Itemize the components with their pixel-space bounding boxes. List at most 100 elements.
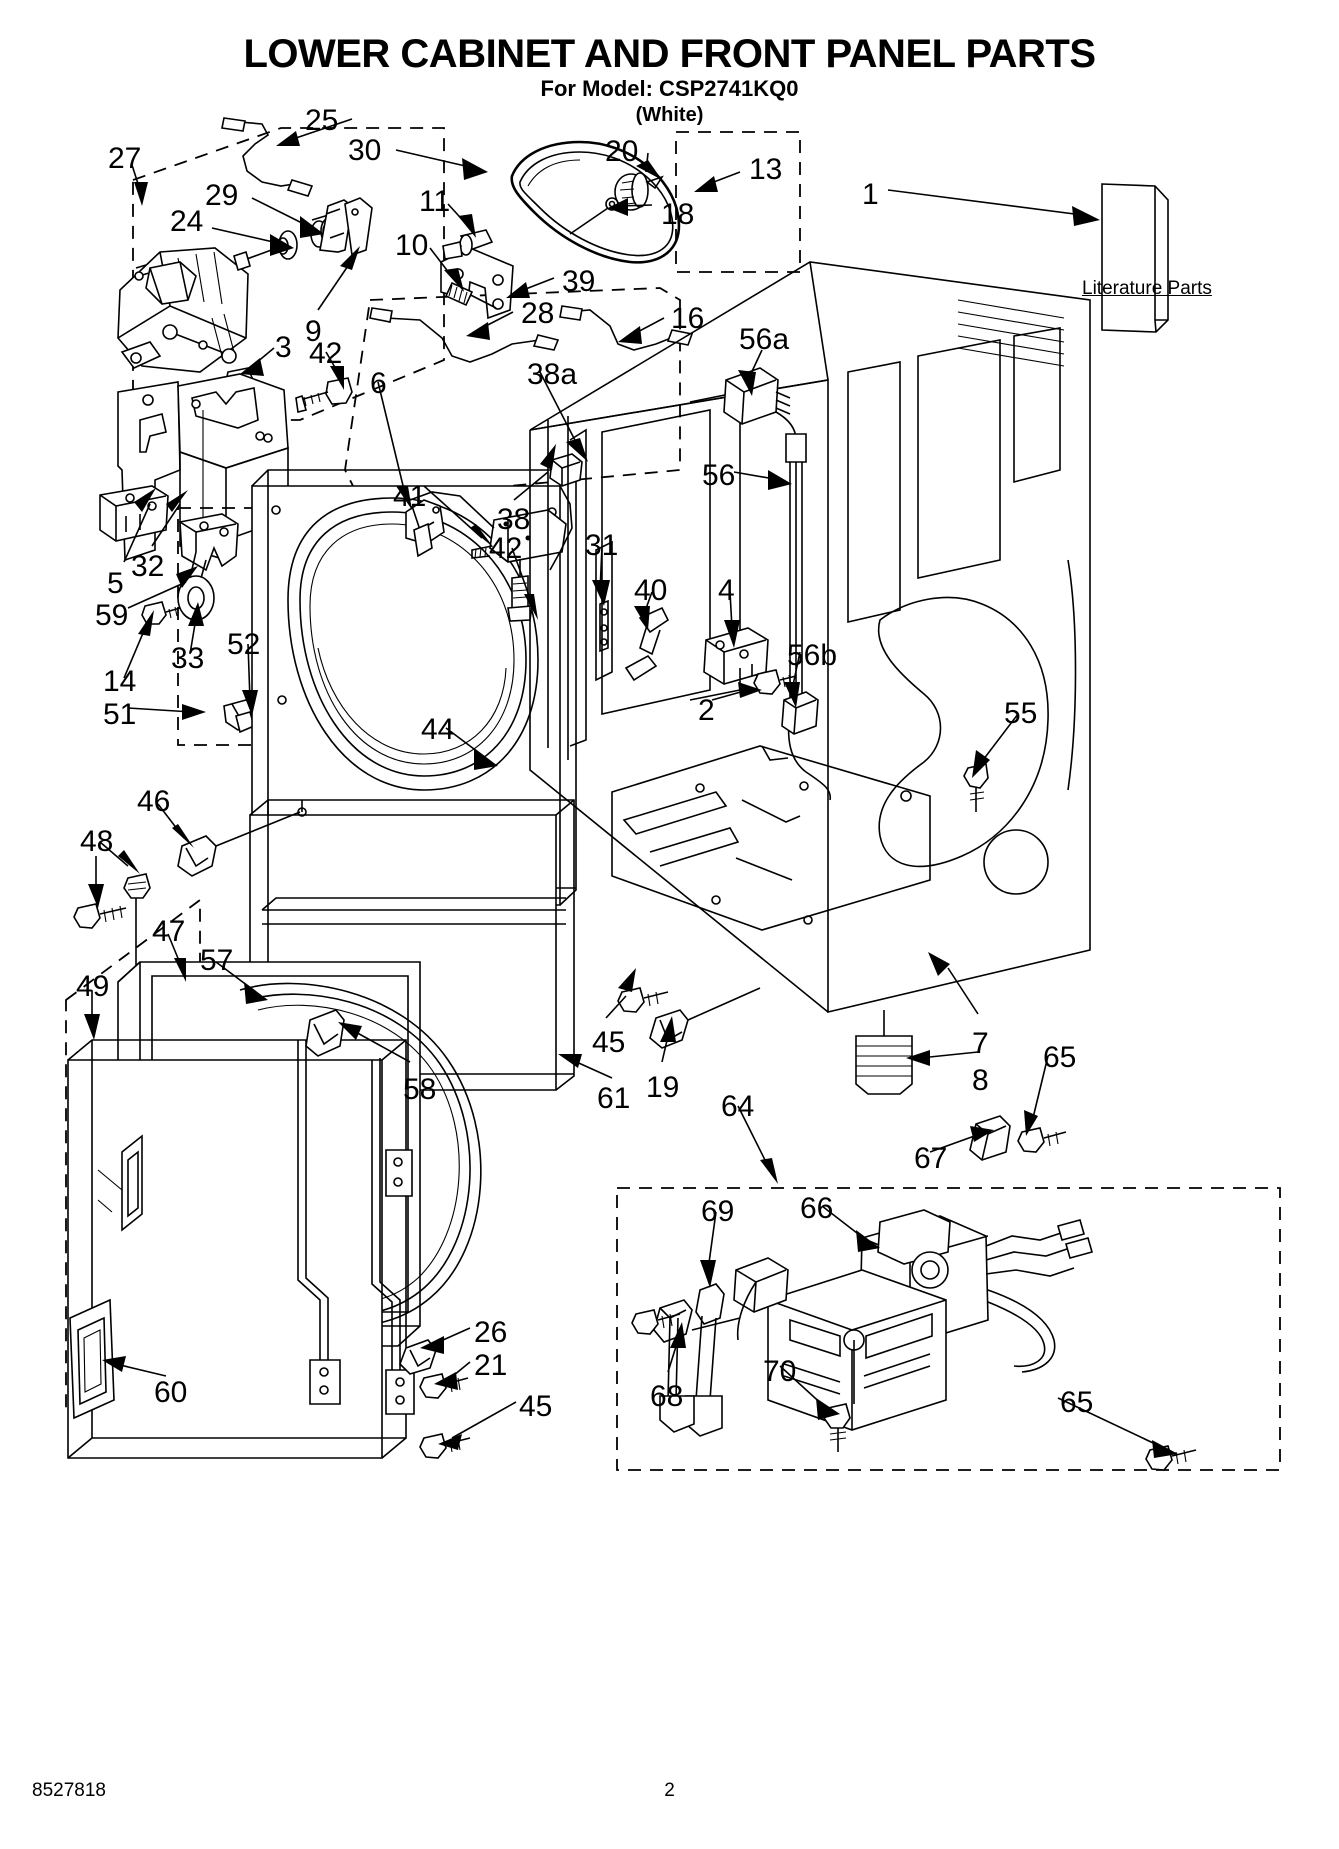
part-57-seal [239,982,482,1327]
callout-number-27: 27 [108,142,142,175]
part-38a-connector [549,453,583,487]
part-2-screw [753,669,797,695]
callout-number-47: 47 [152,915,186,948]
callout-number-60: 60 [154,1376,188,1409]
callout-number-56: 56 [702,459,736,492]
part-32-bracket [179,513,239,584]
callout-number-55: 55 [1004,697,1038,730]
part-20-plug [614,172,664,211]
part-70-screw [823,1403,851,1452]
part-65-screw-upper [1017,1127,1067,1153]
page-title: LOWER CABINET AND FRONT PANEL PARTS [243,32,1096,76]
dashed-group-leg [177,507,295,746]
dashed-group-harness [344,287,681,501]
part-55-screw [963,763,989,812]
callout-number-70: 70 [763,1355,797,1388]
part-10-spring [444,281,497,309]
callout-number-38a: 38a [527,358,578,391]
callout-number-64: 64 [721,1090,755,1123]
part-8-leg [855,1010,913,1095]
part-26-clip [399,1339,437,1375]
leader-lines [84,118,1178,1458]
part-47-door-outer [117,961,421,1347]
callout-number-69: 69 [701,1195,735,1228]
callout-number-56b: 56b [787,639,838,672]
model-subtitle: For Model: CSP2741KQ0 [540,76,799,101]
callout-number-51: 51 [103,698,137,731]
part-42-screw-lower [507,575,533,622]
callout-number-65: 65 [1043,1041,1077,1074]
motor-bracket [117,373,289,562]
part-52-clip [223,699,257,734]
callout-number-38: 38 [497,503,531,536]
part-31-console [595,540,613,682]
document-number: 8527818 [32,1780,106,1801]
callout-number-42: 42 [489,532,523,565]
part-70-burner-tube [767,1269,947,1431]
callout-number-45: 45 [519,1390,553,1423]
callout-number-30: 30 [348,134,382,167]
callout-number-21: 21 [474,1349,508,1382]
dashed-group-motor [132,127,445,421]
callout-number-44: 44 [421,713,455,746]
callout-number-8: 8 [972,1064,989,1097]
callout-number-45: 45 [592,1026,626,1059]
part-42-screw-upper [295,377,353,413]
callout-number-32: 32 [131,550,165,583]
part-46-clip [177,811,301,877]
part-61-lower-panel [249,799,575,1091]
literature-parts-label: Literature Parts [1082,278,1212,299]
callout-number-9: 9 [305,315,322,348]
callout-number-26: 26 [474,1316,508,1349]
callout-number-48: 48 [80,825,114,858]
callout-number-67: 67 [914,1142,948,1175]
part-4-terminal-block [703,627,769,685]
part-5-switch [99,485,169,542]
callout-number-29: 29 [205,179,239,212]
callout-number-20: 20 [605,135,639,168]
callout-number-39: 39 [562,265,596,298]
part-45-screw-mid [617,987,669,1013]
part-45-screw-bottom [419,1433,471,1459]
part-33-grommet [177,575,215,621]
callout-number-42: 42 [309,337,343,370]
part-65-screw-lower [1145,1445,1197,1471]
part-56b-connector [781,691,819,735]
callout-number-18: 18 [661,198,695,231]
callout-number-40: 40 [634,574,668,607]
part-59-screw [141,601,181,625]
part-24-pulley [277,230,298,260]
callout-number-68: 68 [650,1380,684,1413]
callout-number-2: 2 [698,694,715,727]
callout-number-1: 1 [862,178,879,211]
dashed-group-burner [616,1187,1281,1471]
callout-number-66: 66 [800,1192,834,1225]
part-60-handle [69,1298,115,1420]
callout-number-11: 11 [419,185,451,218]
callout-number-16: 16 [671,302,705,335]
part-56a-connector [723,367,791,425]
callout-number-3: 3 [275,331,292,364]
callout-number-33: 33 [171,642,205,675]
part-27-motor [117,240,297,373]
callout-number-49: 49 [76,970,110,1003]
part-3-screw [225,367,254,452]
part-21-screw [419,1373,469,1399]
part-19-clip [649,987,761,1049]
color-note: (White) [635,104,704,126]
part-58-hinge-bars [297,1009,415,1415]
callout-number-10: 10 [395,229,429,262]
callout-number-7: 7 [972,1027,989,1060]
callout-number-6: 6 [370,367,387,400]
part-69-screw [631,1309,681,1335]
callout-number-13: 13 [749,153,783,186]
part-18-screw [569,197,619,235]
callout-number-31: 31 [585,529,619,562]
page-number: 2 [664,1780,675,1801]
callout-number-4: 4 [718,574,735,607]
part-1-literature [1101,183,1169,333]
callout-number-19: 19 [646,1071,680,1104]
callout-number-59: 59 [95,599,129,632]
callout-number-65: 65 [1060,1386,1094,1419]
